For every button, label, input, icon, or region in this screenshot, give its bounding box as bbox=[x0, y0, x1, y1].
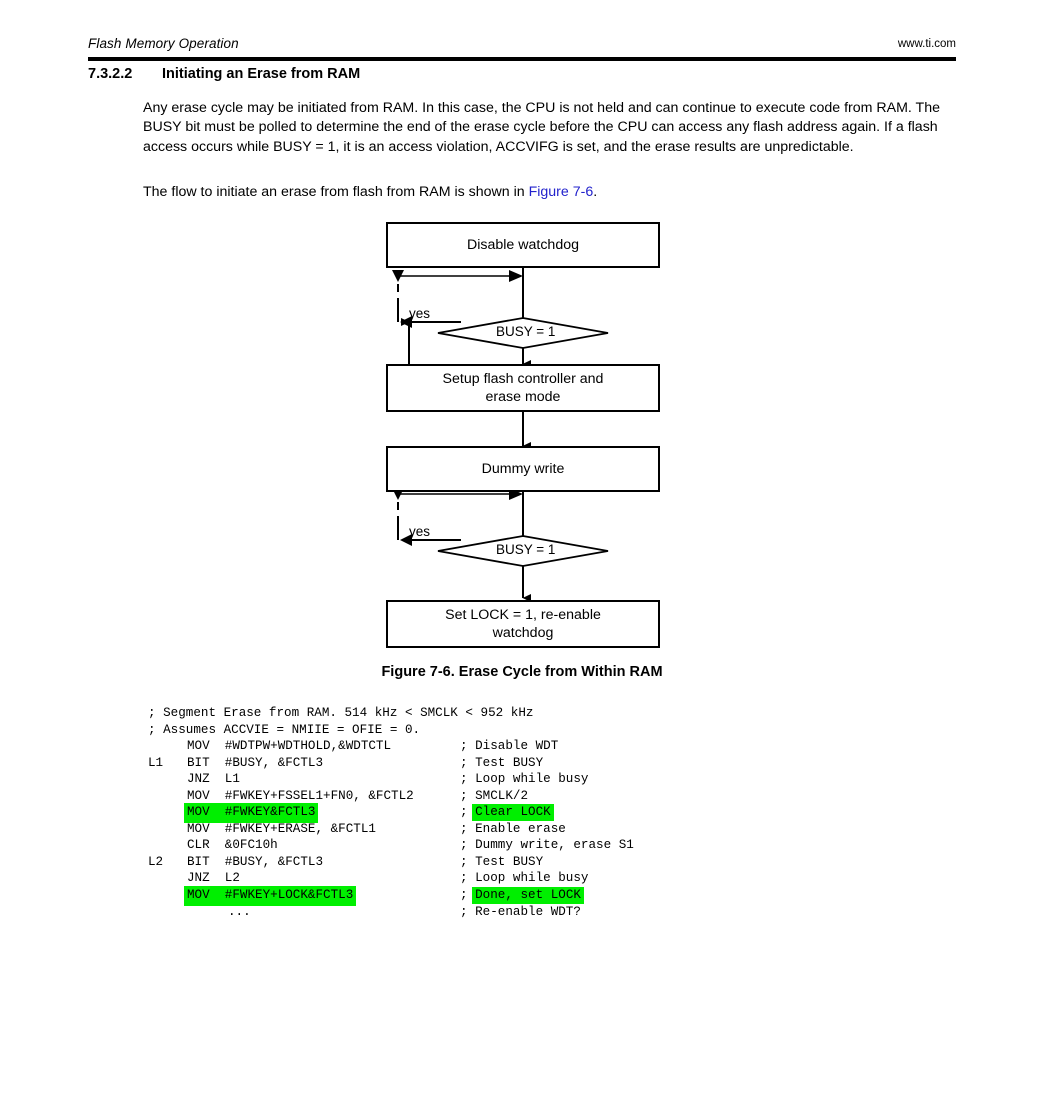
code-comment: ; Disable WDT bbox=[460, 739, 559, 754]
code-comment: ; Test BUSY bbox=[460, 755, 544, 770]
section-number: 7.3.2.2 bbox=[88, 66, 133, 82]
code-comment: ; Enable erase bbox=[460, 821, 566, 836]
code-instruction: JNZ L2 bbox=[187, 871, 240, 886]
flow-box-setup-line-1: Setup flash controller and bbox=[442, 371, 604, 387]
code-operands: ... bbox=[228, 904, 251, 919]
flow-box-setup-line-2: erase mode bbox=[485, 389, 561, 405]
flow-box-set-lock-line-1: Set LOCK = 1, re-enable bbox=[445, 607, 601, 623]
erase-cycle-flowchart: Disable watchdog yes BUSY = 1 Setup flas… bbox=[0, 210, 1044, 655]
section-heading: 7.3.2.2 Initiating an Erase from RAM bbox=[88, 66, 360, 82]
flow-box-setup-flash-controller: Setup flash controller and erase mode bbox=[386, 364, 660, 412]
paragraph-2-text-after: . bbox=[593, 184, 598, 200]
code-instruction: MOV #FWKEY+LOCK&FCTL3 bbox=[184, 886, 357, 906]
code-comment-text: Clear LOCK bbox=[472, 804, 554, 822]
header-url: www.ti.com bbox=[897, 38, 956, 50]
code-comment: ; Test BUSY bbox=[460, 854, 544, 869]
code-instruction: BIT #BUSY, &FCTL3 bbox=[187, 755, 324, 770]
flow-box-set-lock-re-enable-watchdog: Set LOCK = 1, re-enable watchdog bbox=[386, 600, 660, 648]
flow-decision-busy-2-label: BUSY = 1 bbox=[496, 542, 556, 557]
code-instruction: MOV #FWKEY+ERASE, &FCTL1 bbox=[187, 821, 376, 836]
flow-box-set-lock-line-2: watchdog bbox=[492, 625, 554, 641]
code-instruction: MOV #FWKEY&FCTL3 bbox=[184, 803, 319, 823]
code-comment-text: Done, set LOCK bbox=[472, 887, 584, 905]
code-instruction: JNZ L1 bbox=[187, 772, 240, 787]
code-comment: ; Re-enable WDT? bbox=[460, 904, 581, 919]
code-comment: ; Loop while busy bbox=[460, 772, 589, 787]
code-comment-line: ; Assumes ACCVIE = NMIIE = OFIE = 0. bbox=[148, 722, 421, 737]
code-instruction: MOV #WDTPW+WDTHOLD,&WDTCTL bbox=[187, 739, 392, 754]
code-instruction: CLR &0FC10h bbox=[187, 838, 278, 853]
header-divider-rule bbox=[88, 57, 956, 61]
code-comment-line: ; Segment Erase from RAM. 514 kHz < SMCL… bbox=[148, 706, 534, 720]
code-comment: ; Done, set LOCK bbox=[460, 887, 584, 905]
code-instruction: MOV #FWKEY+FSSEL1+FN0, &FCTL2 bbox=[187, 788, 414, 803]
flow-decision-busy-1-label: BUSY = 1 bbox=[496, 324, 556, 339]
code-label: L1 bbox=[148, 755, 164, 770]
flow-box-dummy-write: Dummy write bbox=[386, 446, 660, 492]
paragraph-2-text-before: The flow to initiate an erase from flash… bbox=[143, 184, 529, 200]
figure-7-6-link[interactable]: Figure 7-6 bbox=[528, 184, 594, 200]
code-comment: ; Clear LOCK bbox=[460, 804, 554, 822]
flow-label-yes-1: yes bbox=[409, 306, 431, 321]
code-comment: ; Loop while busy bbox=[460, 871, 589, 886]
body-paragraph-1: Any erase cycle may be initiated from RA… bbox=[143, 100, 940, 155]
flowchart-connectors bbox=[392, 268, 609, 602]
section-title: Initiating an Erase from RAM bbox=[162, 66, 361, 82]
code-label: L2 bbox=[148, 854, 164, 869]
header-document-title: Flash Memory Operation bbox=[88, 36, 239, 51]
code-comment-marker: ; bbox=[460, 888, 476, 903]
page-header: Flash Memory Operation www.ti.com bbox=[88, 36, 956, 56]
code-comment: ; SMCLK/2 bbox=[460, 788, 529, 803]
flow-label-yes-2: yes bbox=[409, 524, 431, 539]
body-paragraph-2: The flow to initiate an erase from flash… bbox=[143, 183, 961, 202]
flow-box-disable-watchdog: Disable watchdog bbox=[386, 222, 660, 268]
code-comment-marker: ; bbox=[460, 805, 476, 820]
flow-box-dummy-write-label: Dummy write bbox=[481, 461, 565, 477]
code-comment: ; Dummy write, erase S1 bbox=[460, 838, 634, 853]
flow-box-disable-watchdog-label: Disable watchdog bbox=[467, 237, 579, 253]
code-instruction: BIT #BUSY, &FCTL3 bbox=[187, 854, 324, 869]
figure-caption: Figure 7-6. Erase Cycle from Within RAM bbox=[381, 664, 663, 680]
